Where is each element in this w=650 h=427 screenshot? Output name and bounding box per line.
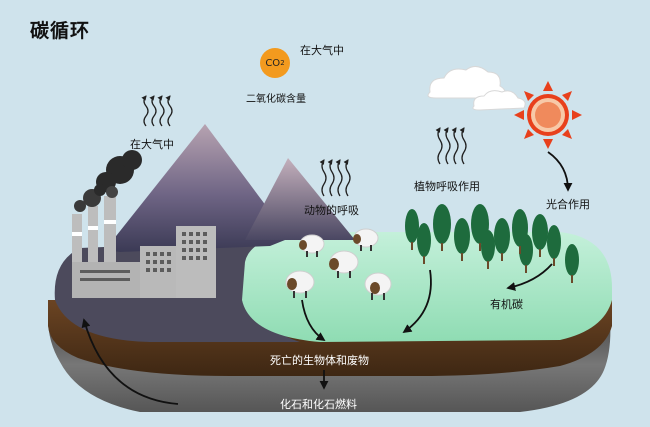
label-photosynthesis: 光合作用 (546, 198, 590, 211)
label-fossil-fuels: 化石和化石燃料 (280, 398, 357, 411)
label-organic-carbon: 有机碳 (490, 298, 523, 311)
label-plant-respiration: 植物呼吸作用 (414, 180, 480, 193)
tree-icon (405, 204, 579, 283)
heat-wave-icon (435, 127, 467, 165)
smoke-icon (74, 150, 142, 212)
sun-icon (514, 81, 582, 149)
label-dead-matter: 死亡的生物体和废物 (270, 354, 369, 367)
page-title: 碳循环 (30, 20, 91, 42)
co2-text: CO (265, 57, 281, 69)
label-animal-respiration: 动物的呼吸 (304, 204, 359, 217)
label-co2-content: 二氧化碳含量 (246, 94, 306, 105)
mountain-icon (245, 158, 355, 240)
sheep-icon (285, 228, 392, 300)
heat-wave-icon (141, 95, 173, 127)
cloud-icon (427, 66, 526, 111)
label-co2-atmosphere: 在大气中 (300, 44, 344, 57)
factory-icon (72, 196, 216, 298)
co2-subscript: 2 (280, 59, 285, 67)
heat-wave-icon (319, 159, 351, 197)
arrow-icon (81, 151, 573, 405)
label-factory-atmosphere: 在大气中 (130, 138, 174, 151)
mountain-icon (105, 124, 290, 252)
